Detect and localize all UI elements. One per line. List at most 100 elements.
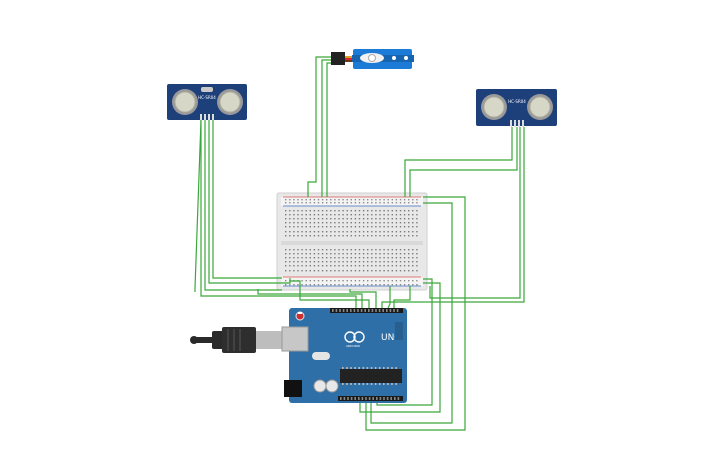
breadboard-hole	[362, 280, 365, 282]
wire[interactable]	[290, 280, 370, 308]
breadboard-hole	[387, 226, 389, 228]
breadboard-hole	[313, 257, 316, 259]
breadboard-hole	[387, 199, 389, 201]
breadboard-hole	[305, 280, 307, 282]
breadboard-hole	[412, 270, 414, 272]
breadboard-hole	[354, 222, 357, 224]
pin[interactable]	[510, 120, 512, 127]
breadboard-hole	[387, 261, 389, 263]
breadboard-hole	[293, 284, 295, 286]
breadboard-hole	[383, 249, 385, 251]
breadboard-hole	[326, 226, 328, 228]
wire[interactable]	[257, 289, 363, 308]
wire[interactable]	[212, 120, 282, 279]
breadboard-hole	[285, 202, 287, 204]
header-pin	[335, 309, 338, 312]
wire[interactable]	[321, 59, 331, 197]
breadboard[interactable]	[276, 192, 428, 291]
capacitor	[313, 379, 327, 393]
wire[interactable]	[404, 127, 513, 197]
pin[interactable]	[522, 120, 524, 127]
wire[interactable]	[381, 127, 525, 308]
breadboard-hole	[309, 226, 311, 228]
breadboard-hole	[399, 261, 402, 263]
analog-power-header[interactable]	[338, 396, 403, 401]
pin[interactable]	[518, 120, 520, 127]
breadboard-hole	[375, 270, 377, 272]
digital-header[interactable]	[330, 308, 403, 313]
wire[interactable]	[370, 202, 453, 424]
pin[interactable]	[200, 114, 202, 120]
breadboard-hole	[301, 280, 303, 282]
wire[interactable]	[393, 286, 411, 308]
breadboard-hole	[346, 261, 348, 263]
breadboard-hole	[334, 214, 336, 216]
breadboard-hole	[338, 270, 340, 272]
breadboard-hole	[330, 222, 332, 224]
breadboard-hole	[285, 253, 287, 255]
wire[interactable]	[326, 62, 331, 197]
breadboard-hole	[412, 202, 414, 204]
breadboard-hole	[358, 280, 361, 282]
breadboard-hole	[399, 214, 402, 216]
breadboard-hole	[408, 261, 410, 263]
breadboard-hole	[338, 218, 340, 220]
breadboard-hole	[293, 218, 295, 220]
wire[interactable]	[387, 286, 391, 309]
breadboard-hole	[301, 270, 303, 272]
wire[interactable]	[194, 119, 202, 292]
breadboard-hole	[297, 210, 299, 212]
breadboard-hole	[412, 280, 414, 282]
breadboard-hole	[289, 202, 291, 204]
breadboard-hole	[309, 202, 311, 204]
header-pin	[350, 309, 352, 312]
servo-motor[interactable]	[331, 49, 414, 69]
transducer-mesh	[529, 96, 551, 118]
breadboard-hole	[317, 226, 320, 228]
breadboard-hole	[350, 265, 352, 267]
wire[interactable]	[349, 289, 377, 308]
breadboard-hole	[416, 265, 418, 267]
header-pin	[386, 309, 388, 312]
wire[interactable]	[200, 120, 357, 308]
arduino-uno[interactable]: UNO ARDUINO	[190, 308, 407, 403]
breadboard-hole	[326, 210, 328, 212]
wire[interactable]	[409, 127, 518, 197]
breadboard-hole	[358, 210, 361, 212]
wire[interactable]	[429, 127, 521, 299]
pin[interactable]	[514, 120, 516, 127]
breadboard-hole	[395, 253, 398, 255]
ultrasonic-sensor-left[interactable]: HC-SR04	[167, 84, 247, 120]
ultrasonic-sensor-right[interactable]: HC-SR04	[476, 89, 557, 127]
breadboard-hole	[321, 261, 324, 263]
wire[interactable]	[359, 282, 441, 413]
pin[interactable]	[212, 114, 214, 120]
breadboard-hole	[305, 202, 307, 204]
pin[interactable]	[208, 114, 210, 120]
breadboard-hole	[346, 249, 348, 251]
breadboard-hole	[403, 253, 406, 255]
breadboard-hole	[305, 253, 307, 255]
usb-port	[281, 326, 309, 352]
breadboard-hole	[285, 214, 287, 216]
usb-cable[interactable]	[190, 327, 282, 353]
chip-leg	[383, 367, 385, 369]
breadboard-hole	[399, 280, 402, 282]
pin[interactable]	[204, 114, 206, 120]
wire[interactable]	[365, 196, 466, 431]
wire[interactable]	[307, 56, 331, 197]
breadboard-hole	[326, 231, 328, 233]
breadboard-hole	[383, 199, 385, 201]
header-pin	[360, 309, 363, 312]
icsp-area	[395, 322, 403, 340]
breadboard-hole	[399, 226, 402, 228]
breadboard-hole	[305, 218, 307, 220]
breadboard-hole	[354, 265, 357, 267]
header-pin	[358, 397, 360, 400]
breadboard-hole	[297, 270, 299, 272]
breadboard-hole	[301, 253, 303, 255]
breadboard-hole	[313, 235, 316, 237]
breadboard-hole	[330, 218, 332, 220]
breadboard-hole	[395, 222, 398, 224]
wire[interactable]	[204, 120, 282, 291]
